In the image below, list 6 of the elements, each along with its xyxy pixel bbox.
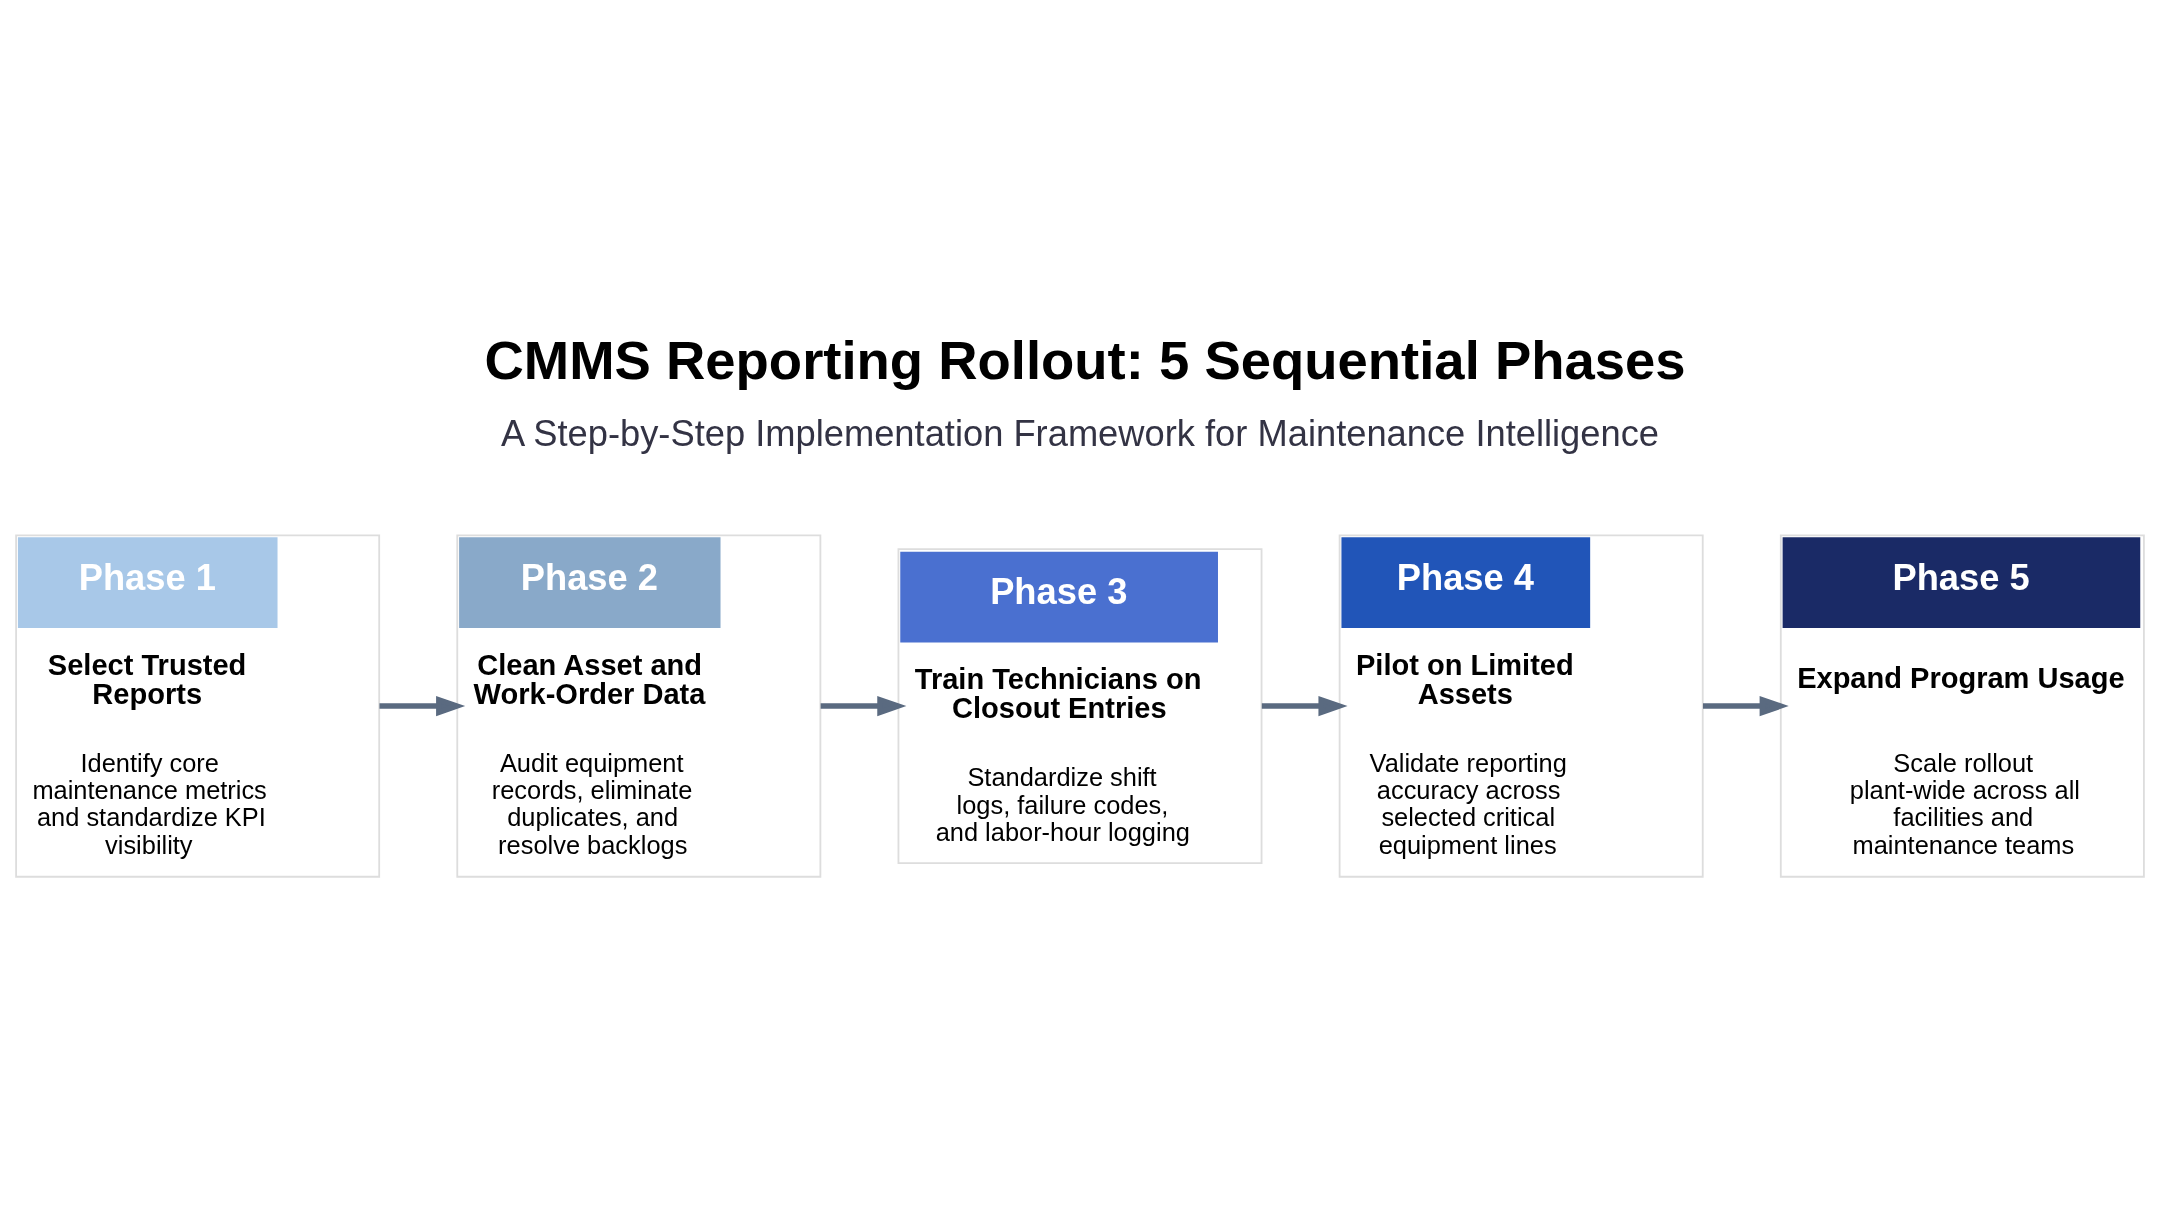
arrow [1261, 695, 1348, 716]
label: A Step-by-Step Implementation Framework for Maintenance Intelligence [500, 412, 1660, 454]
arrow [1703, 695, 1789, 716]
arrow [379, 695, 466, 716]
diagram-title: CMMS Reporting Rollout: 5 Sequential Phases [484, 329, 1686, 391]
arrow [820, 695, 907, 716]
